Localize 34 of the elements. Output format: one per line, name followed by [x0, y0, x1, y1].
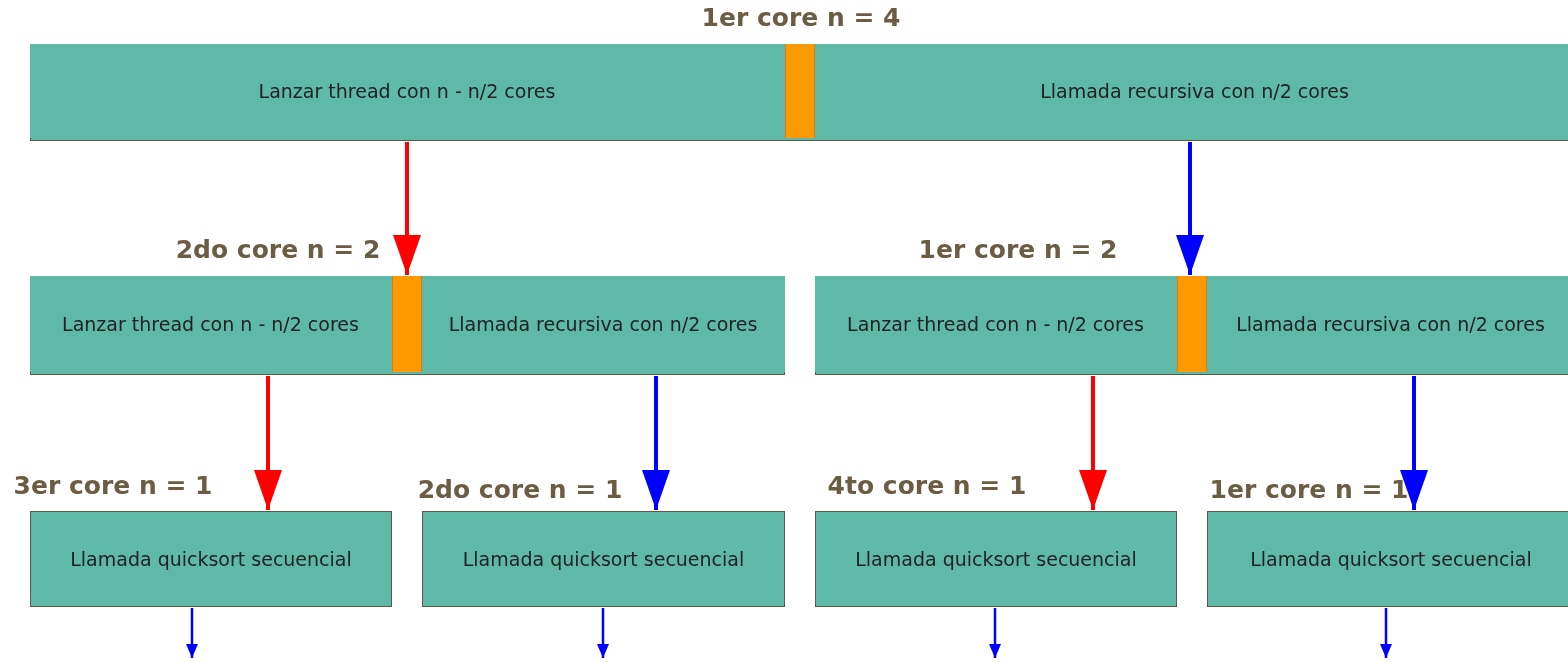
core-heading: 2do core n = 1 — [417, 475, 623, 504]
task-label: Llamada recursiva con n/2 cores — [1040, 79, 1349, 102]
separator-bar — [784, 43, 815, 138]
arrow — [597, 608, 609, 658]
task-segment — [29, 275, 392, 372]
separator-bar — [1176, 275, 1207, 372]
task-label: Lanzar thread con n - n/2 cores — [258, 79, 556, 102]
arrow — [1079, 376, 1107, 510]
arrow — [1176, 142, 1204, 275]
arrow — [393, 142, 421, 275]
task-label: Llamada quicksort secuencial — [70, 548, 352, 570]
arrow — [642, 376, 670, 510]
arrow — [186, 608, 198, 658]
core-heading: 2do core n = 2 — [175, 235, 381, 264]
task-label: Llamada quicksort secuencial — [855, 548, 1137, 570]
separator-bar — [391, 275, 422, 372]
task-label: Llamada recursiva con n/2 cores — [1236, 312, 1545, 335]
core-heading: 1er core n = 2 — [918, 235, 1118, 264]
arrow — [254, 376, 282, 510]
arrow — [989, 608, 1001, 658]
task-segment — [814, 275, 1177, 372]
task-label: Llamada recursiva con n/2 cores — [448, 312, 758, 335]
task-segment — [29, 43, 785, 138]
arrow — [1380, 608, 1392, 658]
core-heading: 1er core n = 1 — [1209, 475, 1409, 504]
arrow — [1400, 376, 1428, 510]
core-heading: 1er core n = 4 — [701, 3, 901, 32]
core-heading: 3er core n = 1 — [13, 471, 213, 500]
task-segment — [421, 275, 785, 372]
task-label: Llamada quicksort secuencial — [462, 548, 745, 570]
task-label: Lanzar thread con n - n/2 cores — [847, 312, 1144, 335]
task-label: Lanzar thread con n - n/2 cores — [62, 312, 359, 335]
task-label: Llamada quicksort secuencial — [1250, 548, 1532, 570]
core-heading: 4to core n = 1 — [827, 471, 1027, 500]
